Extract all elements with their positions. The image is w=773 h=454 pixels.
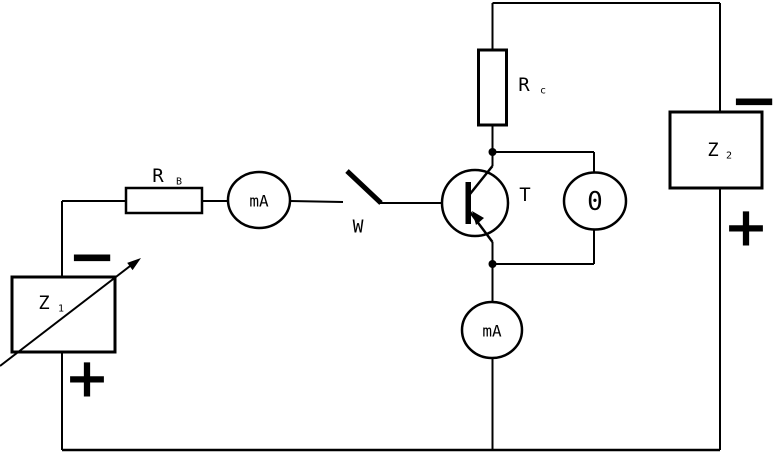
source-z1-variable-arrow-shaft [0, 262, 135, 367]
milliammeter-base-label: mA [249, 192, 269, 211]
transistor-emitter-arrow [472, 211, 484, 225]
source-z2-label: Z [707, 139, 718, 161]
resistor-rb-subscript: B [176, 177, 182, 188]
resistor-rc-subscript: c [540, 86, 546, 97]
source-z1-subscript: 1 [58, 304, 64, 315]
source-z1: Z 1 − + [0, 222, 141, 410]
transistor-base-bar [465, 182, 471, 224]
milliammeter-out-body [460, 300, 524, 360]
transistor-collector-lead [469, 165, 494, 195]
meter-o: 0 [562, 171, 628, 231]
resistor-rc-body [477, 48, 508, 127]
resistor-rc: R c [477, 48, 546, 127]
source-z1-plus-sign: + [64, 347, 109, 410]
transistor-label: T [519, 184, 530, 206]
resistor-rb-body [124, 186, 204, 215]
resistor-rc-label: R [518, 74, 530, 96]
milliammeter-out-label: mA [482, 322, 502, 341]
wires [61, 2, 721, 452]
milliammeter-out: mA [460, 300, 524, 360]
source-z2: Z 2 − + [668, 66, 773, 259]
switch-label: W [353, 217, 364, 238]
resistor-rb-label: R [152, 165, 164, 187]
meter-o-body [562, 171, 628, 231]
junction-dot-emitter [488, 260, 497, 268]
source-z1-variable-arrow-head [127, 258, 141, 271]
milliammeter-base-body [226, 170, 292, 230]
transistor-body [440, 168, 510, 238]
source-z2-subscript: 2 [726, 151, 732, 162]
switch-w: W [345, 169, 383, 238]
source-z2-minus-sign: − [730, 66, 773, 134]
milliammeter-base: mA [226, 170, 292, 230]
switch-lever [345, 169, 383, 205]
junction-dot-collector [488, 148, 497, 156]
source-z1-label: Z [38, 292, 49, 314]
source-z2-plus-sign: + [723, 196, 768, 259]
source-z1-minus-sign: − [68, 222, 117, 290]
transistor-t: T [440, 165, 531, 243]
resistor-rb: R B [124, 165, 204, 215]
meter-o-label: 0 [587, 187, 603, 217]
source-z2-body [668, 110, 764, 190]
source-z1-body [10, 275, 117, 354]
wire-ma-to-switch [289, 200, 344, 203]
